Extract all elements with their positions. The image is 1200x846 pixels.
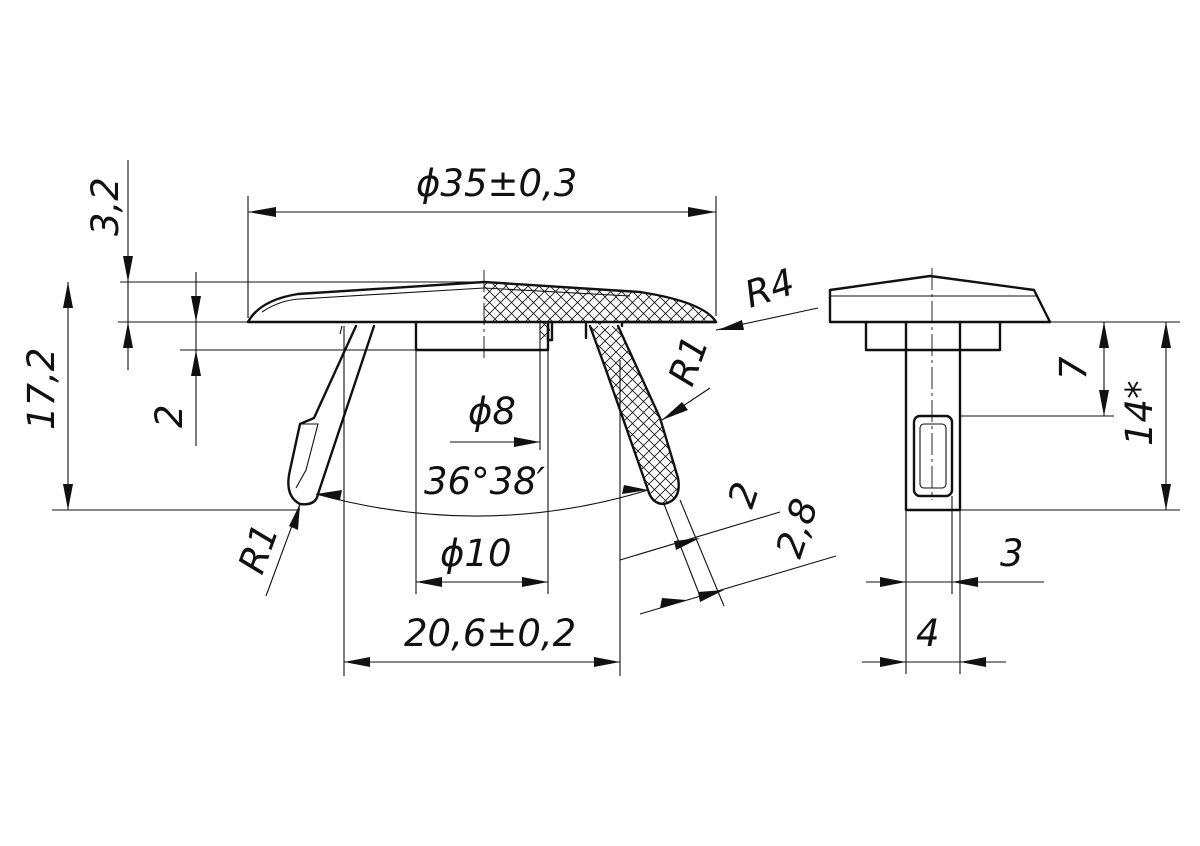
section-hatch: [484, 282, 716, 340]
left-leg: [287, 324, 376, 506]
boss-diameter-label: ϕ10: [440, 532, 512, 575]
overall-diameter-label: ϕ35±0,3: [416, 162, 577, 205]
dimension-labels: ϕ35±0,3 3,2 17,2 2 R4 R1 R1 ϕ8 36°38′ ϕ1…: [20, 162, 1161, 655]
side-height-label: 14*: [1118, 380, 1161, 446]
angle-label: 36°38′: [424, 460, 546, 503]
edge-radius-label: R4: [739, 260, 799, 316]
tip-radius-label: R1: [230, 518, 287, 579]
leg-base-thickness-label: 2,8: [768, 494, 827, 563]
side-cap-outline: [828, 274, 1052, 324]
leg-span-label: 20,6±0,2: [404, 612, 576, 655]
side-slot: [912, 414, 954, 498]
hole-diameter-label: ϕ8: [468, 390, 516, 433]
side-width-label: 4: [916, 612, 940, 655]
cap-outline: [246, 280, 718, 328]
side-slot-label: 3: [1000, 532, 1024, 575]
total-height-label: 17,2: [20, 348, 63, 430]
side-view: [828, 268, 1052, 512]
inner-radius-label: R1: [660, 330, 717, 391]
boss: [414, 320, 550, 352]
leg-hatch: [590, 326, 679, 504]
rim-height-label: 2: [148, 404, 191, 428]
cap-thickness-label: 3,2: [84, 177, 127, 236]
side-depth-label: 7: [1052, 356, 1095, 380]
leg-thickness-label: 2: [720, 477, 768, 513]
dimension-lines: [52, 160, 1180, 676]
